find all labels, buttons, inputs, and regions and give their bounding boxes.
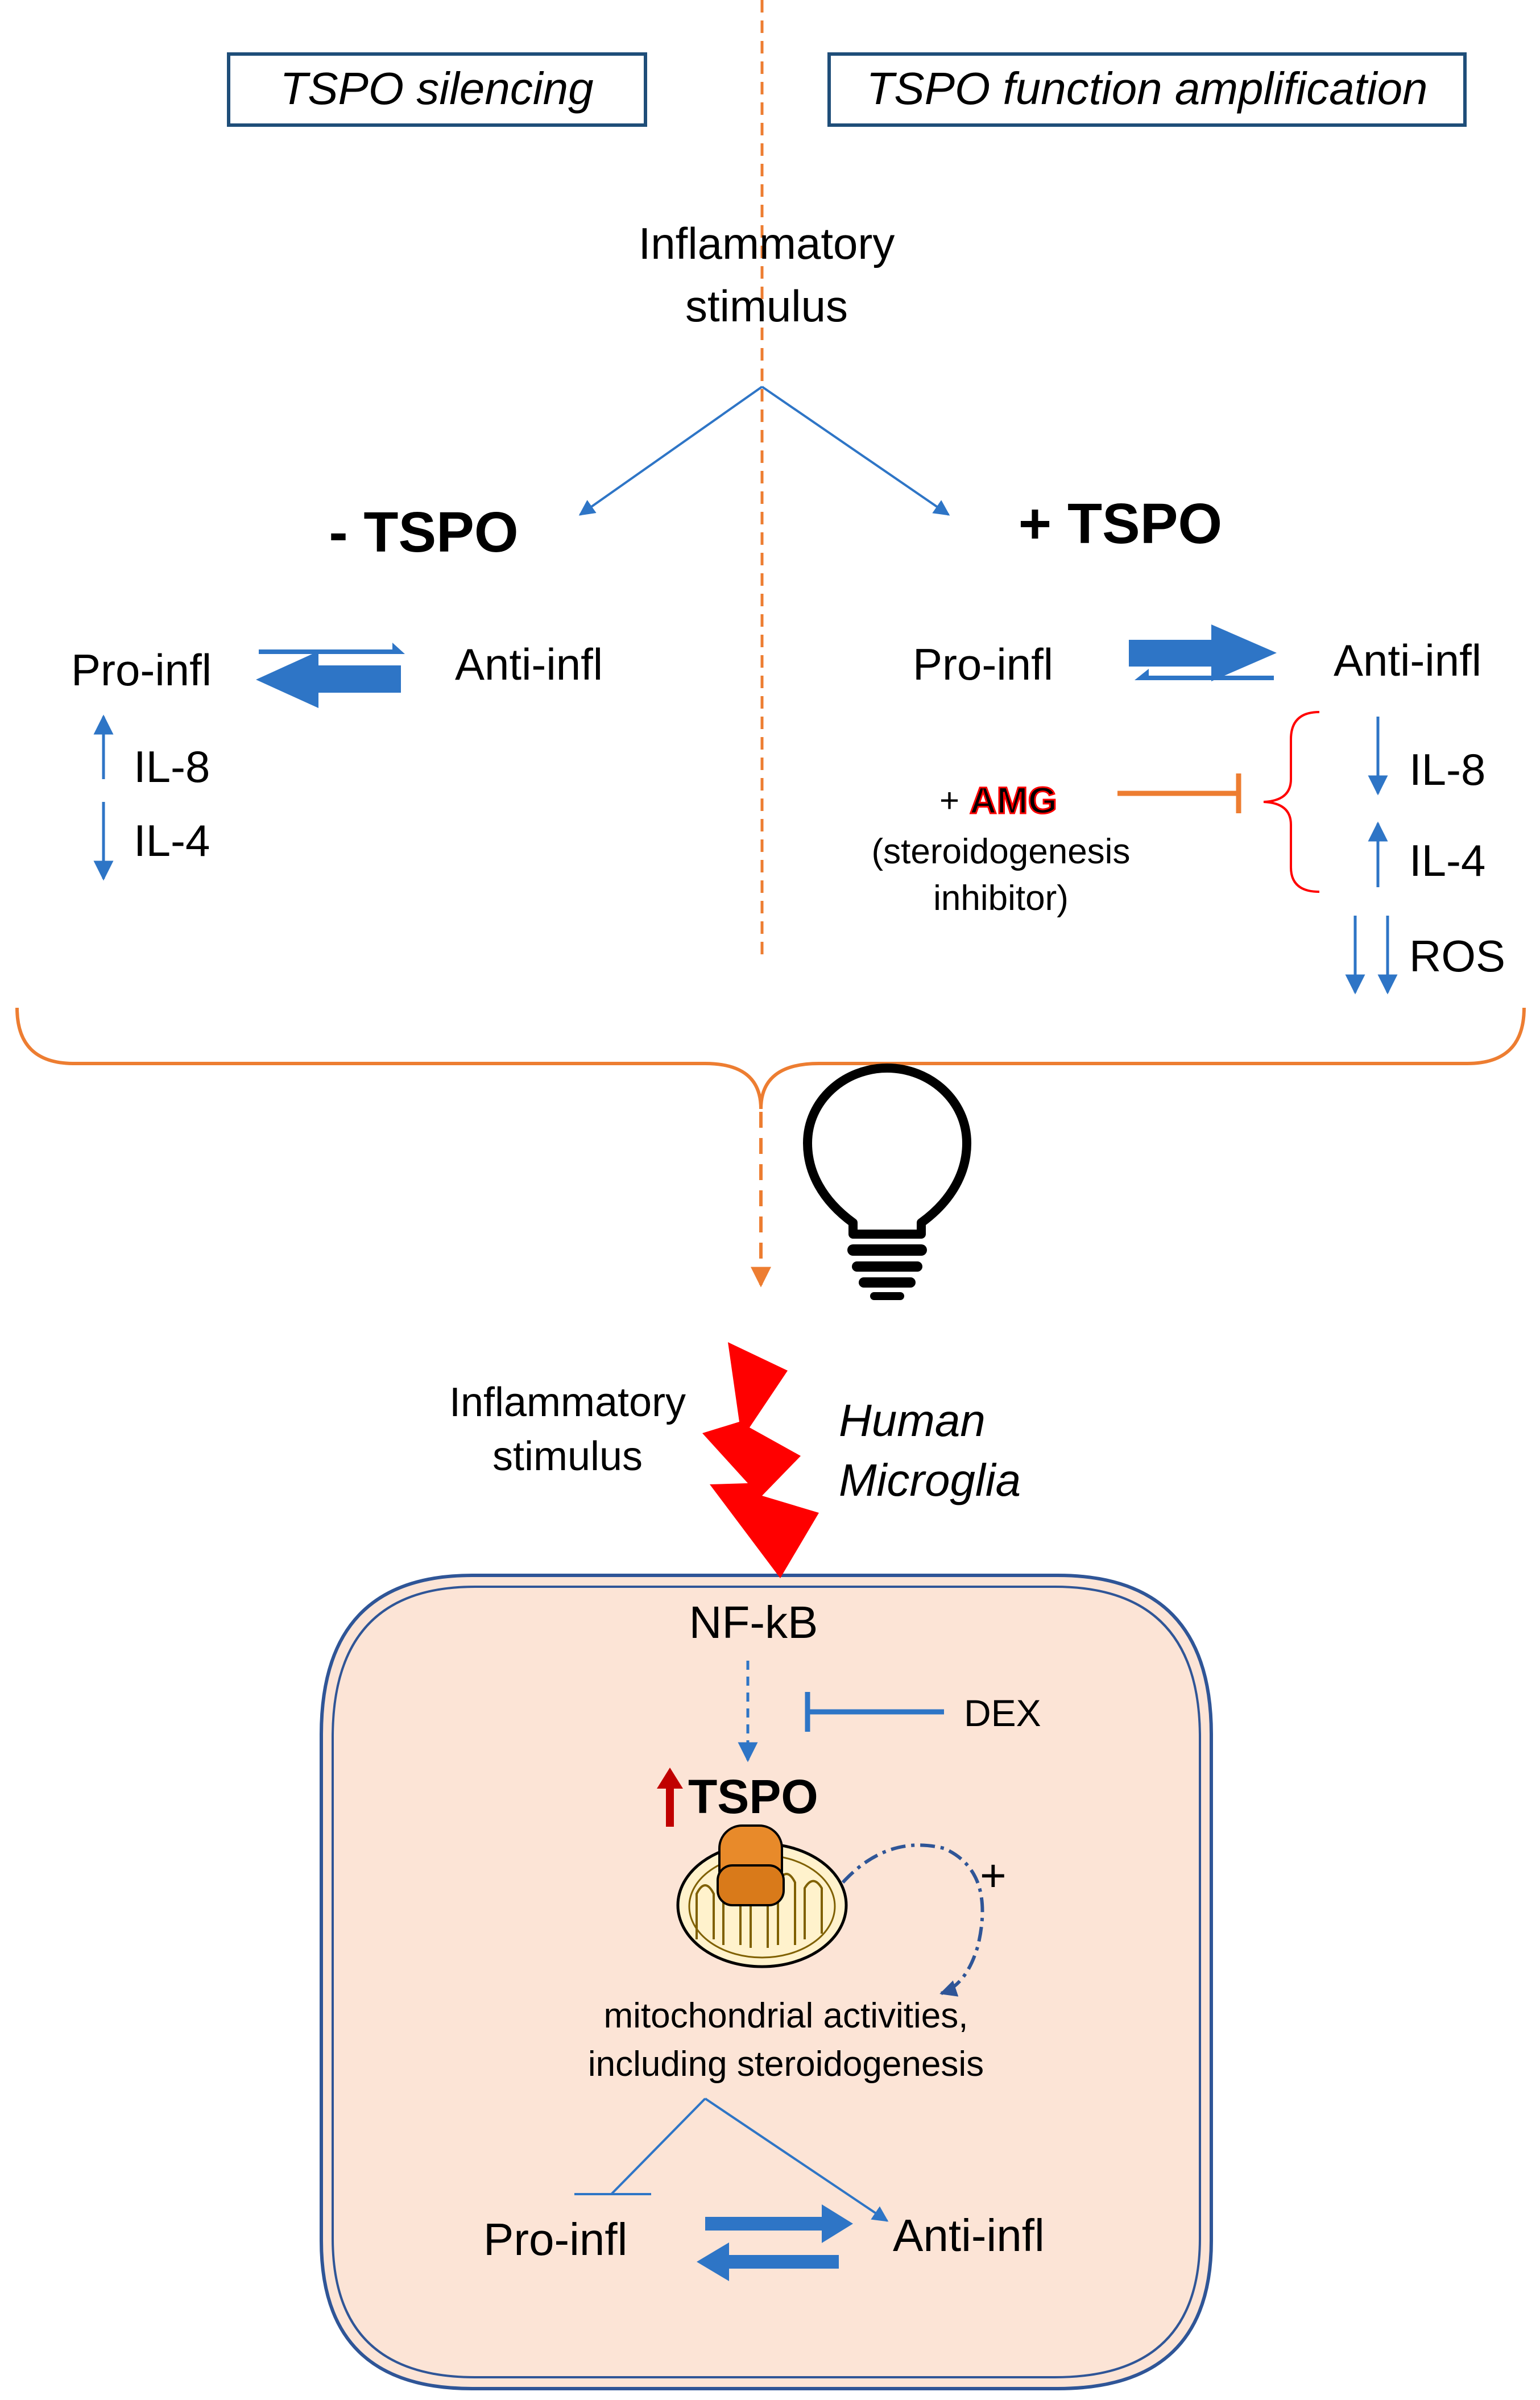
plus-tspo-label: + TSPO xyxy=(1019,492,1222,556)
right-backward-thin-arrow xyxy=(1135,669,1274,680)
orange-bracket xyxy=(15,1007,1526,1110)
human-microglia-line2: Microglia xyxy=(839,1455,1021,1505)
up-arrow-icon xyxy=(657,1768,683,1827)
lightning-bolt-icon xyxy=(702,1342,819,1578)
minus-tspo-label: - TSPO xyxy=(329,500,518,564)
mito-activities-line2: including steroidogenesis xyxy=(588,2045,984,2084)
mito-to-anti-infl-arrow xyxy=(704,2097,889,2222)
amg-label: AMG xyxy=(970,779,1057,821)
lightbulb-icon xyxy=(803,1064,971,1300)
branch-arrow-right xyxy=(761,386,950,516)
positive-feedback-plus: + xyxy=(980,1850,1007,1901)
left-forward-thin-arrow xyxy=(259,643,405,654)
human-microglia-line1: Human xyxy=(839,1395,986,1446)
right-il4-label: IL-4 xyxy=(1409,835,1485,885)
left-pro-infl-label: Pro-infl xyxy=(71,645,212,695)
tspo-amplification-label: TSPO function amplification xyxy=(866,63,1427,114)
cell-pro-infl-label: Pro-infl xyxy=(483,2214,627,2265)
tspo-silencing-label: TSPO silencing xyxy=(280,63,593,114)
left-il8-label: IL-8 xyxy=(134,742,210,792)
bottom-stimulus-line1: Inflammatory xyxy=(449,1380,686,1425)
amg-description-line1: (steroidogenesis xyxy=(872,832,1131,871)
amg-plus-sign: + xyxy=(939,781,959,820)
tspo-cell-label: TSPO xyxy=(688,1770,818,1823)
inflammatory-stimulus-top-line1: Inflammatory xyxy=(639,218,895,268)
mito-activities-line1: mitochondrial activities, xyxy=(604,1996,968,2035)
mitochondrion-icon xyxy=(676,1824,848,1968)
left-anti-infl-label: Anti-infl xyxy=(455,639,603,689)
bottom-stimulus-line2: stimulus xyxy=(492,1434,643,1479)
inflammatory-stimulus-top-line2: stimulus xyxy=(685,281,848,331)
right-ros-label: ROS xyxy=(1409,931,1505,981)
nfkb-label: NF-kB xyxy=(689,1597,818,1648)
microglia-cell xyxy=(320,1574,1213,2390)
right-anti-infl-label: Anti-infl xyxy=(1334,635,1481,685)
tspo-amplification-box xyxy=(827,52,1467,127)
mito-to-pro-infl-inhibition xyxy=(610,2097,706,2195)
cell-backward-arrow xyxy=(697,2242,839,2281)
left-il4-label: IL-4 xyxy=(134,816,210,866)
amg-description-line2: inhibitor) xyxy=(933,879,1069,918)
right-il8-label: IL-8 xyxy=(1409,744,1485,795)
tspo-silencing-box xyxy=(227,52,647,127)
positive-feedback-arc xyxy=(841,1843,984,1997)
cell-forward-arrow xyxy=(705,2204,853,2243)
red-curly-brace xyxy=(1263,711,1320,893)
right-pro-infl-label: Pro-infl xyxy=(913,639,1053,689)
dex-label: DEX xyxy=(964,1692,1041,1734)
right-forward-thick-arrow xyxy=(1129,624,1277,681)
branch-arrow-left xyxy=(578,386,763,516)
microglia-cell-inner-membrane xyxy=(332,1586,1201,2378)
cell-anti-infl-label: Anti-infl xyxy=(893,2210,1045,2261)
left-backward-thick-arrow xyxy=(256,651,401,708)
